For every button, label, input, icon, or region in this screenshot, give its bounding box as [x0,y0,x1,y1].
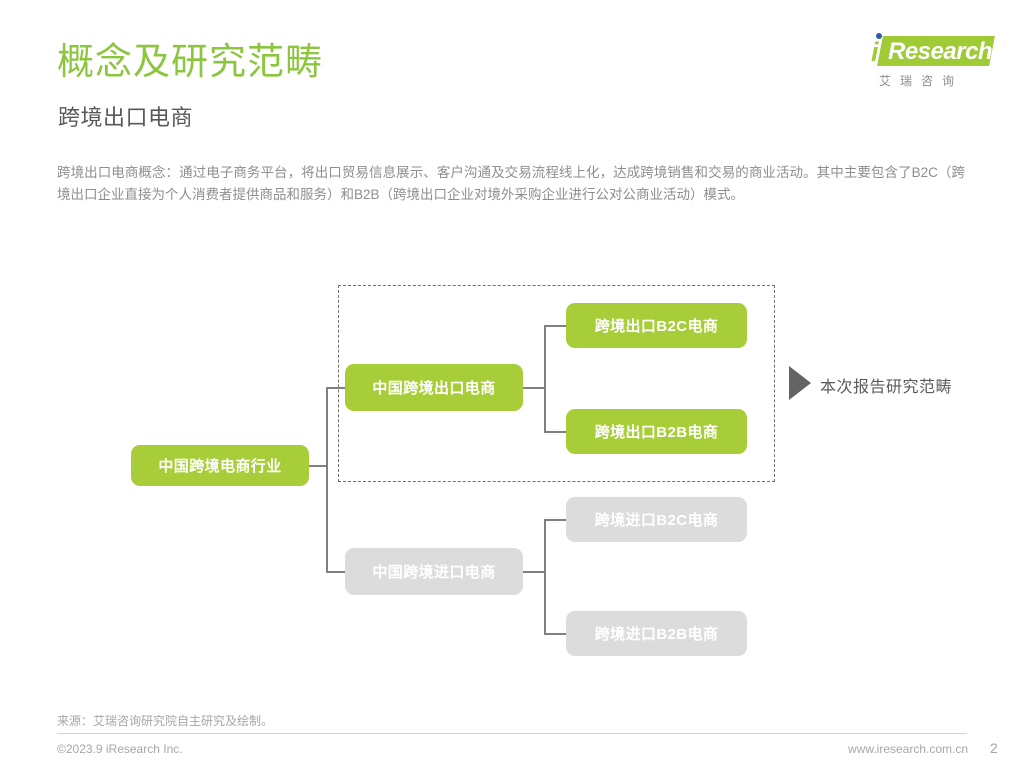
connector-import-bracket [544,519,546,634]
node-china-cross-border-ecommerce-industry[interactable]: 中国跨境电商行业 [131,445,309,486]
logo-chinese-name: 艾瑞咨询 [879,74,964,88]
right-triangle-arrow-icon [789,366,811,400]
scope-dashed-box [338,285,775,482]
website-url: www.iresearch.com.cn [848,742,969,756]
source-note: 来源：艾瑞咨询研究院自主研究及绘制。 [57,714,274,728]
node-export-b2c[interactable]: 跨境出口B2C电商 [566,303,747,348]
copyright-text: ©2023.9 iResearch Inc. [57,742,183,756]
node-import-b2c[interactable]: 跨境进口B2C电商 [566,497,747,542]
iresearch-logo: i Research 艾瑞咨询 [866,30,995,92]
node-china-cross-border-export-ecommerce[interactable]: 中国跨境出口电商 [345,364,523,411]
connector-level1-bracket [326,387,328,572]
connector-export-stub [523,387,545,389]
connector-import-stub [523,571,545,573]
connector-to-export [326,387,346,389]
connector-root-stub [309,465,327,467]
connector-to-import-b2b [544,633,567,635]
page-title: 概念及研究范畴 [57,41,323,82]
intro-paragraph: 跨境出口电商概念：通过电子商务平台，将出口贸易信息展示、客户沟通及交易流程线上化… [57,165,965,202]
connector-to-export-b2b [544,431,567,433]
connector-to-export-b2c [544,325,567,327]
logo-letter-i: i [871,37,879,67]
node-import-b2b[interactable]: 跨境进口B2B电商 [566,611,747,656]
connector-export-bracket [544,325,546,432]
page-number: 2 [990,740,998,756]
logo-wordmark: Research [888,38,993,65]
connector-to-import [326,571,346,573]
node-export-b2b[interactable]: 跨境出口B2B电商 [566,409,747,454]
page-subtitle: 跨境出口电商 [58,105,194,130]
footer-divider [57,733,967,734]
scope-annotation-label: 本次报告研究范畴 [820,379,953,396]
node-china-cross-border-import-ecommerce[interactable]: 中国跨境进口电商 [345,548,523,595]
connector-to-import-b2c [544,519,567,521]
logo-dot-icon [876,33,882,39]
